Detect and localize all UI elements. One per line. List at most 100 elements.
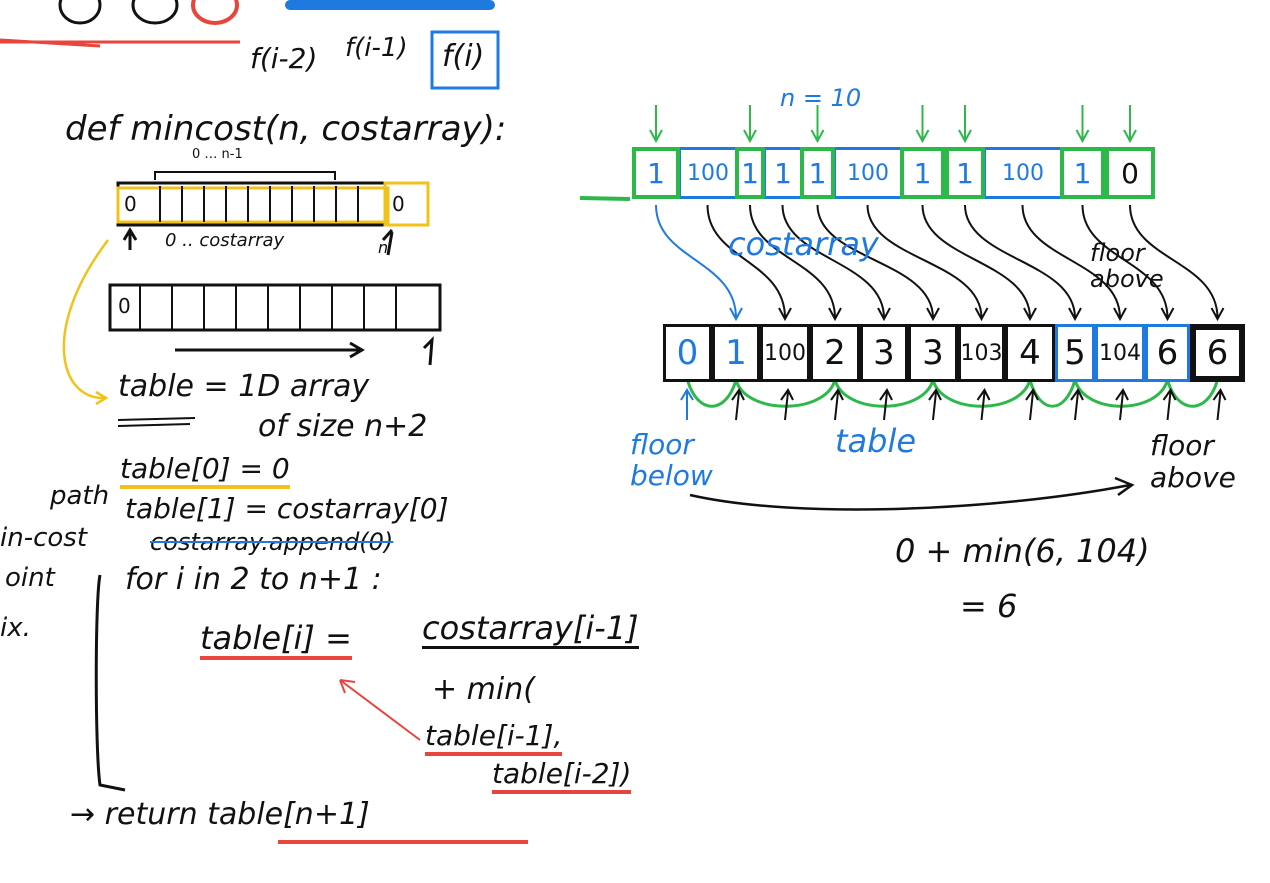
- up-arrow: [830, 388, 844, 421]
- table-cell: 104: [1095, 324, 1145, 382]
- result-value: = 6: [960, 587, 1018, 625]
- costarray-cell: 1: [765, 147, 800, 199]
- copy-arrow: [749, 204, 842, 322]
- index-range: 0 … n-1: [192, 147, 243, 162]
- label-f-i-minus-2: f(i-2): [250, 42, 318, 75]
- margin-fragment: oint: [5, 563, 55, 593]
- floor-above-top: floor above: [1090, 239, 1164, 294]
- init-table-1: table[1] = costarray[0]: [125, 492, 449, 525]
- return-underline: [278, 840, 528, 844]
- table-array-outline: [108, 283, 442, 332]
- costarray-cell: 100: [680, 147, 735, 199]
- table-cell: 103: [958, 324, 1005, 382]
- table-cell: 2: [810, 324, 860, 382]
- red-arrow: [0, 38, 240, 48]
- table-cell: 6: [1145, 324, 1190, 382]
- copy-arrow: [866, 204, 989, 322]
- loop-line: for i in 2 to n+1 :: [125, 562, 382, 597]
- def-line: def mincost(n, costarray):: [65, 109, 507, 149]
- copy-arrow: [1129, 204, 1225, 322]
- up-arrow: [1070, 388, 1084, 421]
- costarray-cell: 1: [735, 147, 765, 199]
- green-down-arrow: [958, 105, 972, 144]
- plus-min: + min(: [432, 672, 535, 707]
- table-decl: table = 1D array: [118, 369, 370, 404]
- table-size: of size n+2: [258, 409, 428, 444]
- green-down-arrow: [915, 105, 930, 144]
- up-arrow: [680, 388, 694, 420]
- yellow-highlight: [116, 186, 390, 224]
- table-cell: 6: [1190, 324, 1245, 382]
- arrow-right: [175, 341, 365, 359]
- costarray-cell: 1: [800, 147, 835, 199]
- assign-lhs: table[i] =: [200, 622, 352, 660]
- node-circle-red: [191, 0, 239, 25]
- up-arrow: [780, 388, 794, 421]
- copy-arrow: [964, 204, 1082, 322]
- green-down-arrow: [1075, 105, 1090, 144]
- costarray-label: costarray: [728, 225, 879, 263]
- arg-table-i-1: table[i-1],: [425, 722, 563, 756]
- up-arrow: [1162, 388, 1177, 421]
- copy-arrow: [1021, 204, 1127, 322]
- copy-arrow: [816, 204, 940, 322]
- up-arrow: [1025, 388, 1039, 421]
- green-hop-arc: [1166, 379, 1219, 408]
- node-circle: [131, 0, 179, 25]
- range-bracket: [154, 171, 336, 180]
- up-arrow: [1115, 388, 1129, 421]
- assign-rhs: costarray[i-1]: [422, 609, 639, 649]
- copy-arrow: [1081, 204, 1175, 322]
- up-arrow: [928, 388, 942, 421]
- green-hop-arc: [686, 379, 738, 408]
- green-hop-arc: [1028, 379, 1077, 408]
- table-cell: 100: [760, 324, 810, 382]
- costarray-cell: 0: [1105, 147, 1155, 199]
- floor-above-bottom: floor above: [1150, 429, 1236, 495]
- yellow-highlight: [383, 181, 430, 227]
- copy-arrow: [921, 204, 1037, 322]
- copy-arrow: [781, 204, 891, 322]
- up-arrow: [976, 388, 991, 421]
- table-cell: 5: [1055, 324, 1095, 382]
- loop-bracket: [94, 574, 126, 792]
- up-arrow: [731, 388, 745, 421]
- n-label: n = 10: [780, 84, 862, 112]
- array-left-zero: 0: [124, 192, 137, 216]
- array-right-zero: 0: [392, 192, 405, 216]
- init-table-0: table[0] = 0: [120, 455, 290, 489]
- green-down-arrow: [649, 105, 663, 144]
- green-down-arrow: [810, 105, 825, 144]
- table-cell: 3: [860, 324, 908, 382]
- f-i-box: [430, 30, 500, 90]
- result-expression: 0 + min(6, 104): [895, 532, 1150, 570]
- green-down-arrow: [743, 105, 757, 144]
- costarray-cell: 100: [835, 147, 900, 199]
- costarray-cell: 1: [1060, 147, 1105, 199]
- yellow-arrow: [62, 239, 109, 406]
- copy-arrow: [655, 204, 743, 322]
- pointer-arrows: [122, 227, 434, 366]
- up-arrow: [1212, 388, 1227, 421]
- margin-fragment: ix.: [0, 613, 31, 643]
- return-line: → return table[n+1]: [70, 797, 370, 832]
- table-zero: 0: [118, 294, 131, 318]
- green-dash: [579, 196, 631, 201]
- margin-fragment: in-cost: [0, 523, 88, 553]
- costarray-cell: 1: [632, 147, 680, 199]
- up-arrow: [879, 388, 893, 421]
- red-arrow: [339, 679, 421, 741]
- copy-arrow: [706, 204, 792, 322]
- costarray-cell: 100: [985, 147, 1060, 199]
- array-label: 0 .. costarray: [165, 230, 285, 251]
- double-underline: [117, 417, 196, 427]
- floor-below: floor below: [630, 428, 713, 492]
- table-cell: 3: [908, 324, 958, 382]
- floor-span-arrow: [689, 476, 1135, 511]
- label-f-i-minus-1: f(i-1): [345, 33, 408, 63]
- table-cell: 4: [1005, 324, 1055, 382]
- costarray-cell: 1: [945, 147, 985, 199]
- table-cell: 0: [663, 324, 712, 382]
